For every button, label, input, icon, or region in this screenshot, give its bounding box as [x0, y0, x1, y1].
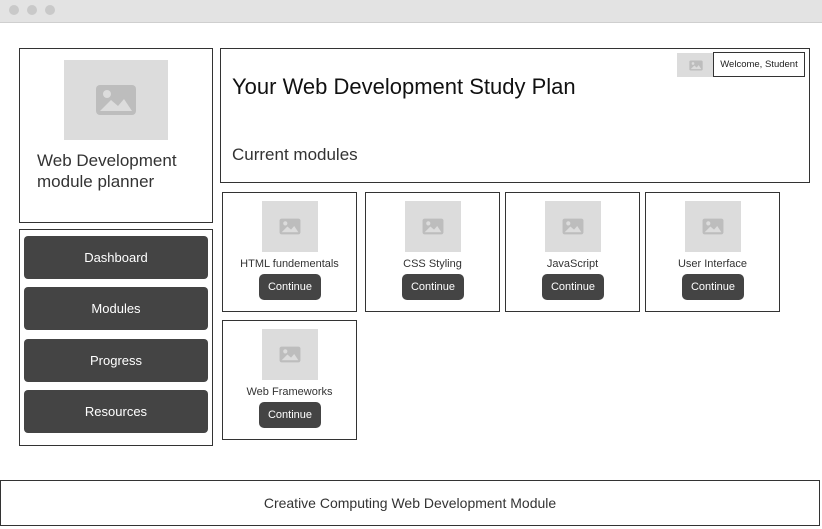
- module-image-icon: [262, 329, 318, 380]
- module-name: CSS Styling: [403, 258, 462, 270]
- continue-button[interactable]: Continue: [542, 274, 604, 300]
- module-name: JavaScript: [546, 258, 599, 270]
- module-name: HTML fundementals: [240, 258, 339, 270]
- window-titlebar: [0, 0, 822, 23]
- welcome-badge[interactable]: Welcome, Student: [713, 52, 805, 77]
- page-footer: Creative Computing Web Development Modul…: [0, 480, 820, 526]
- module-image-icon: [545, 201, 601, 252]
- window-maximize-button[interactable]: [45, 5, 55, 15]
- app-title: Web Development module planner: [37, 151, 177, 191]
- continue-button[interactable]: Continue: [259, 274, 321, 300]
- nav-dashboard-button[interactable]: Dashboard: [24, 236, 208, 279]
- page-title: Your Web Development Study Plan: [232, 74, 576, 99]
- continue-button[interactable]: Continue: [259, 402, 321, 428]
- sidebar-brand: Web Development module planner: [19, 48, 213, 223]
- module-image-icon: [405, 201, 461, 252]
- module-card: JavaScript Continue: [505, 192, 640, 312]
- continue-button[interactable]: Continue: [402, 274, 464, 300]
- module-image-icon: [262, 201, 318, 252]
- module-card: HTML fundementals Continue: [222, 192, 357, 312]
- module-name: User Interface: [677, 258, 748, 270]
- logo-image-icon: [64, 60, 168, 140]
- module-card: CSS Styling Continue: [365, 192, 500, 312]
- continue-button[interactable]: Continue: [682, 274, 744, 300]
- page-header: Your Web Development Study Plan Current …: [220, 48, 810, 183]
- section-title: Current modules: [232, 145, 358, 164]
- module-name: Web Frameworks: [246, 386, 333, 398]
- nav-progress-button[interactable]: Progress: [24, 339, 208, 382]
- module-card: Web Frameworks Continue: [222, 320, 357, 440]
- nav-modules-button[interactable]: Modules: [24, 287, 208, 330]
- module-image-icon: [685, 201, 741, 252]
- window-minimize-button[interactable]: [27, 5, 37, 15]
- window-close-button[interactable]: [9, 5, 19, 15]
- nav-resources-button[interactable]: Resources: [24, 390, 208, 433]
- avatar-image-icon: [677, 53, 714, 77]
- module-card: User Interface Continue: [645, 192, 780, 312]
- sidebar-nav: Dashboard Modules Progress Resources: [19, 229, 213, 446]
